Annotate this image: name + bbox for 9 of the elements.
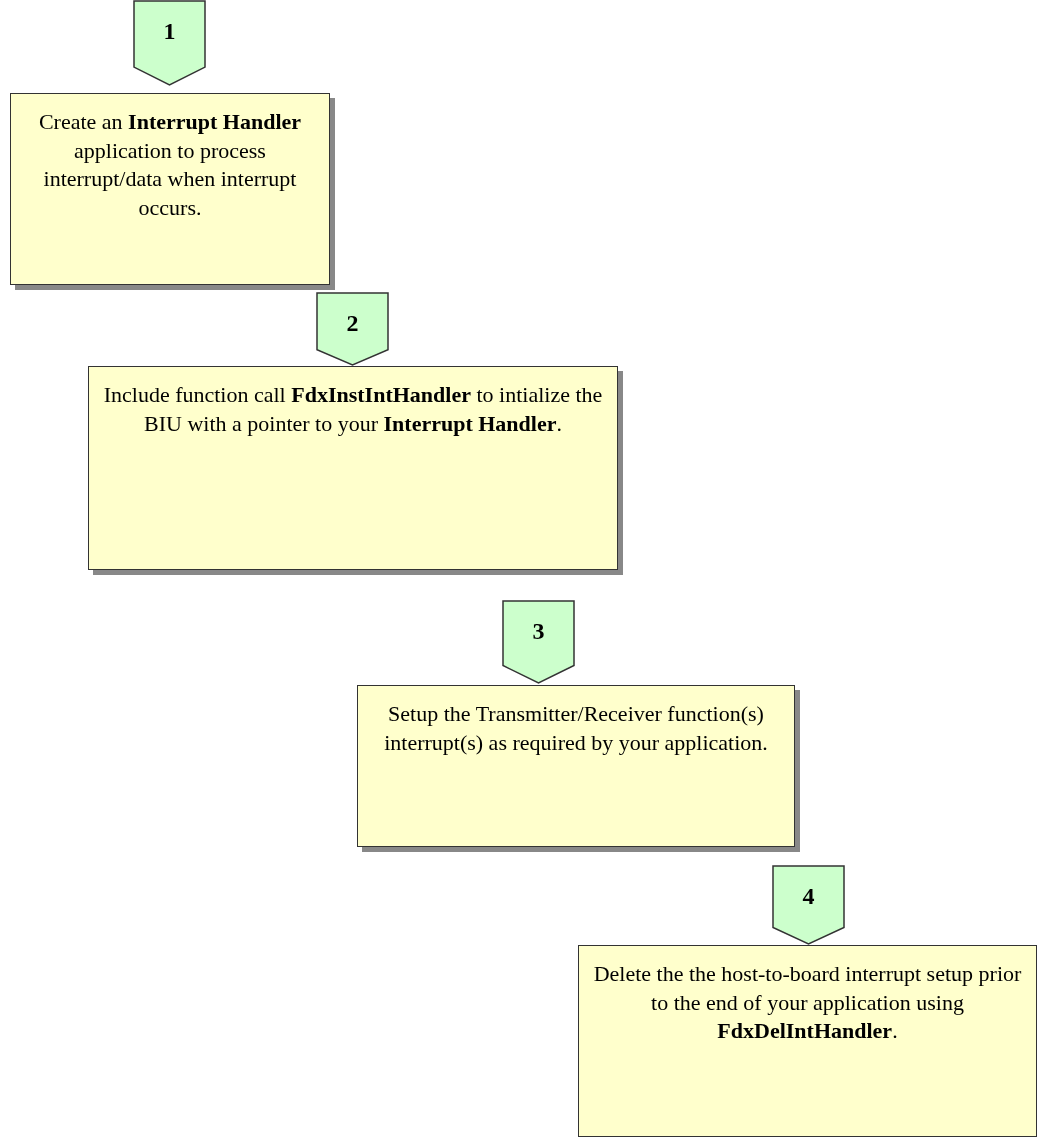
- step-text: Setup the Transmitter/Receiver function(s) interrupt(s) as required by your application.: [383, 700, 769, 757]
- step-number: 1: [162, 18, 177, 45]
- step-text: Create an Interrupt Handler application to process interrupt/data when interrupt occurs.: [37, 108, 303, 222]
- step-number: 3: [531, 618, 546, 645]
- step-text: Include function call FdxInstIntHandler to intialize the BIU with a pointer to your Interrupt Handler.: [102, 381, 604, 438]
- step-box: [578, 945, 1037, 1137]
- step-number: 2: [345, 310, 360, 337]
- step-number: 4: [801, 883, 816, 910]
- step-text: Delete the the host-to-board interrupt setup prior to the end of your application using FdxDelIntHandler.: [592, 960, 1023, 1046]
